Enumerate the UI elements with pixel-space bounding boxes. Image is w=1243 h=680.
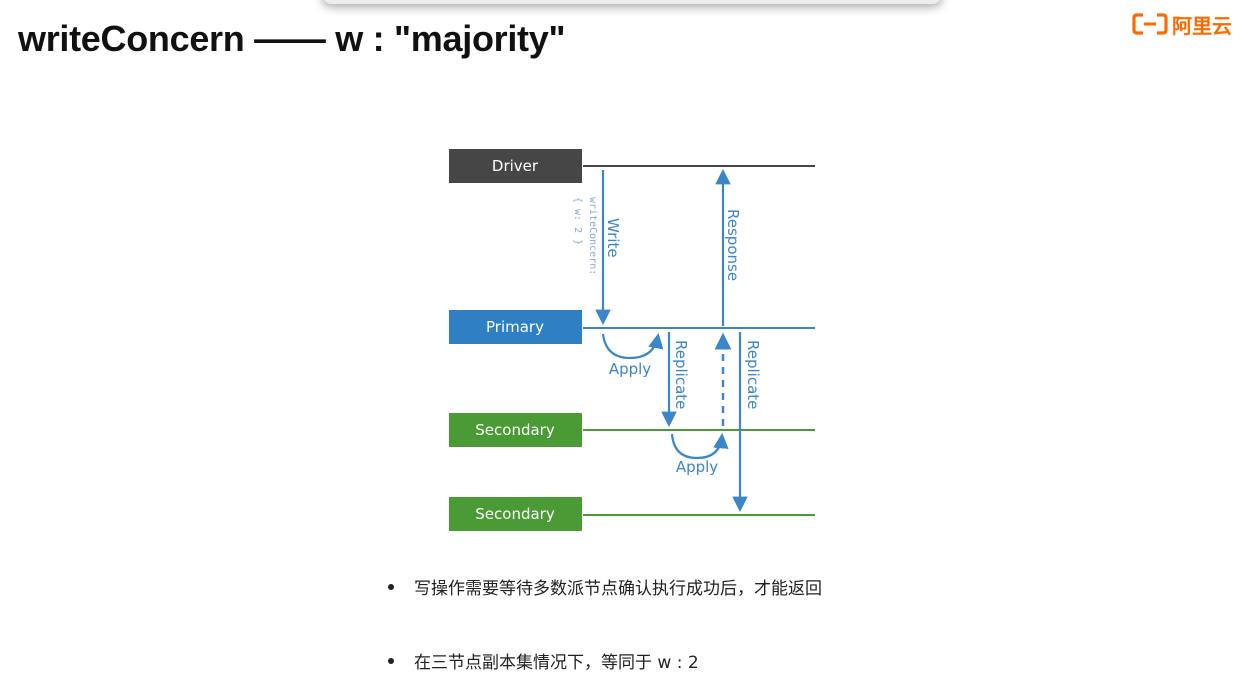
bullet-text-2: 在三节点副本集情况下，等同于 w : 2 xyxy=(414,653,699,673)
secondary-node-1: Secondary xyxy=(449,413,582,447)
aliyun-logo-icon xyxy=(1132,13,1168,35)
driver-node-label: Driver xyxy=(492,157,539,175)
bullet-item-2: 在三节点副本集情况下，等同于 w : 2 xyxy=(388,648,699,673)
apply-primary-arrow xyxy=(601,332,664,360)
bullet-item-1: 写操作需要等待多数派节点确认执行成功后，才能返回 xyxy=(388,574,822,599)
secondary-node-1-label: Secondary xyxy=(475,421,555,439)
bullet-dot-icon xyxy=(388,658,394,664)
aliyun-logo-text: 阿里云 xyxy=(1172,13,1232,38)
top-shadow-bar xyxy=(322,0,942,4)
write-label: Write xyxy=(604,218,622,258)
slide-title: writeConcern —— w : "majority" xyxy=(18,18,566,59)
apply-secondary-1-label: Apply xyxy=(676,458,718,476)
bullet-dot-icon xyxy=(388,584,394,590)
apply-secondary-1-arrow xyxy=(670,432,729,460)
replicate-secondary-2-label: Replicate xyxy=(744,340,762,409)
bullet-text-1: 写操作需要等待多数派节点确认执行成功后，才能返回 xyxy=(414,579,822,599)
secondary-node-2-label: Secondary xyxy=(475,505,555,523)
secondary-node-2: Secondary xyxy=(449,497,582,531)
apply-primary-label: Apply xyxy=(609,360,651,378)
aliyun-logo: 阿里云 xyxy=(1132,10,1232,38)
primary-node: Primary xyxy=(449,310,582,344)
driver-node: Driver xyxy=(449,149,582,183)
response-label: Response xyxy=(724,209,742,281)
primary-node-label: Primary xyxy=(486,318,544,336)
write-concern-label-2: { w: 2 } xyxy=(572,197,583,245)
replicate-secondary-1-label: Replicate xyxy=(672,340,690,409)
write-concern-label-1: writeConcern: xyxy=(587,197,598,275)
